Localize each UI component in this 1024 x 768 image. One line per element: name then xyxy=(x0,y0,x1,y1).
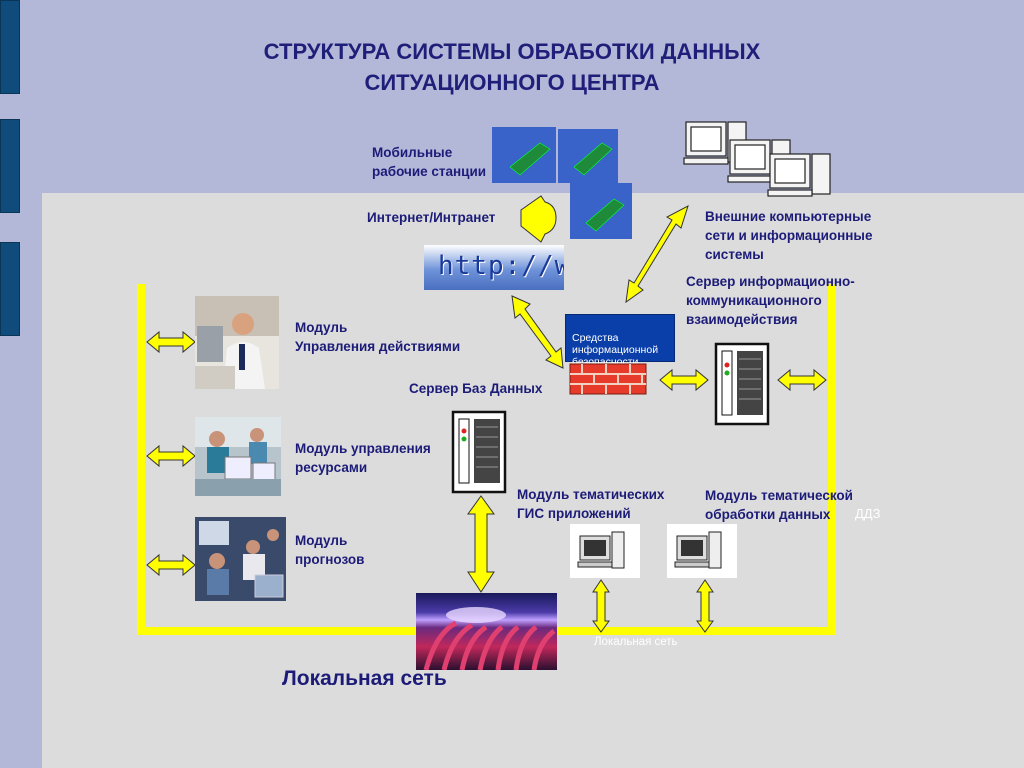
security-box: Средства информационной безопасности xyxy=(565,314,675,368)
label-ic-server: Сервер информационно- коммуникационного … xyxy=(686,274,855,327)
arrow-http-firewall xyxy=(511,295,564,369)
label-internet: Интернет/Интранет xyxy=(367,210,496,225)
desktop-computers-icon xyxy=(683,121,831,197)
ic-server-icon xyxy=(714,342,770,426)
lan-cables-image xyxy=(416,593,557,670)
label-external-networks: Внешние компьютерные сети и информационн… xyxy=(705,209,873,262)
side-tab xyxy=(0,0,20,94)
label-module-resources: Модуль управления ресурсами xyxy=(295,441,431,475)
label-db-server: Сервер Баз Данных xyxy=(409,381,543,396)
resources-photo xyxy=(195,417,281,496)
arrow-internet xyxy=(520,195,557,243)
label-lan-big: Локальная сеть xyxy=(282,667,447,690)
slide-title: СТРУКТУРА СИСТЕМЫ ОБРАБОТКИ ДАННЫХ СИТУА… xyxy=(263,39,761,95)
label-mobile-stations: Мобильные рабочие станции xyxy=(372,145,487,179)
side-tab xyxy=(0,242,20,336)
arrow-external-firewall xyxy=(625,204,689,304)
ddz-pc-icon xyxy=(667,524,737,578)
arrow-module-resources xyxy=(146,445,196,467)
http-image: http://www xyxy=(424,245,564,290)
operator-photo xyxy=(195,296,279,389)
forecast-photo xyxy=(195,517,286,601)
arrow-server-bus xyxy=(777,369,827,391)
label-module-forecast: Модуль прогнозов xyxy=(295,533,365,567)
label-module-actions: Модуль Управления действиями xyxy=(295,320,461,354)
arrow-gis-lan xyxy=(592,579,610,633)
arrow-module-actions xyxy=(146,331,196,353)
firewall-icon xyxy=(569,363,647,395)
db-server-icon xyxy=(451,410,507,494)
label-module-thematic: Модуль тематической обработки данных xyxy=(705,488,853,522)
label-lan-small: Локальная сеть xyxy=(594,636,678,648)
arrow-firewall-server xyxy=(659,369,709,391)
side-tab xyxy=(0,119,20,213)
arrow-ddz-lan xyxy=(696,579,714,633)
arrow-module-forecast xyxy=(146,554,196,576)
label-module-gis: Модуль тематических ГИС приложений xyxy=(517,487,665,521)
laptop-icons xyxy=(492,127,632,239)
arrow-db-lan xyxy=(467,495,495,593)
gis-pc-icon xyxy=(570,524,640,578)
label-ddz: ДДЗ xyxy=(855,506,881,521)
